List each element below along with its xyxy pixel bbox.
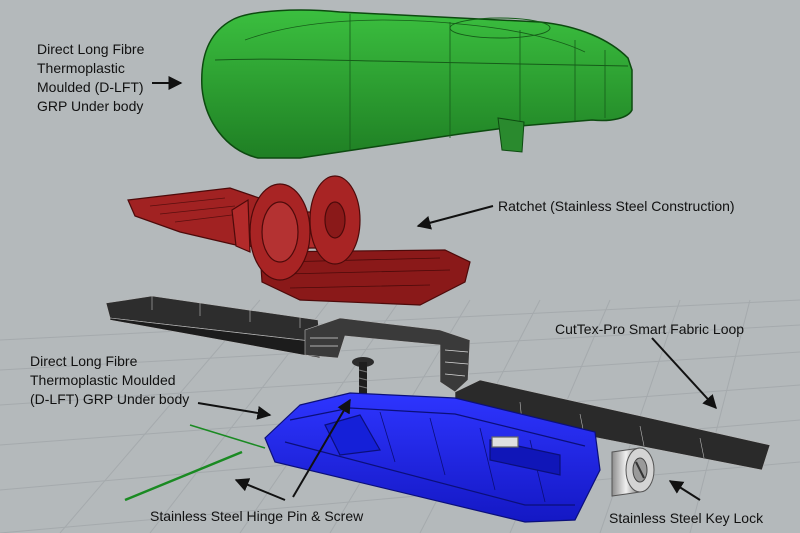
- hinge-screw-part: [352, 357, 374, 402]
- callout-arrows: [152, 76, 717, 501]
- lower-body-part: [264, 392, 601, 523]
- label-lower-body: Direct Long Fibre Thermoplastic Moulded …: [30, 353, 190, 407]
- arrow-hinge-ground: [234, 478, 286, 501]
- arrow-fabric-loop: [651, 337, 717, 410]
- ground-axis-line: [124, 450, 243, 502]
- label-key-lock: Stainless Steel Key Lock: [609, 510, 764, 526]
- arrow-lower-body: [197, 402, 272, 420]
- arrow-hinge-screw: [292, 398, 351, 498]
- upper-body-part: [201, 9, 633, 159]
- arrow-ratchet: [416, 205, 494, 230]
- label-fabric-loop: CutTex-Pro Smart Fabric Loop: [555, 321, 745, 337]
- key-lock-part: [611, 447, 655, 497]
- label-upper-body: Direct Long Fibre Thermoplastic Moulded …: [37, 41, 145, 114]
- label-hinge-pin: Stainless Steel Hinge Pin & Screw: [150, 508, 364, 524]
- fabric-loop-part: [105, 295, 771, 471]
- label-ratchet: Ratchet (Stainless Steel Construction): [498, 198, 735, 214]
- ground-axis-line: [189, 424, 266, 449]
- ratchet-part: [127, 175, 471, 306]
- arrow-key-lock: [668, 480, 701, 501]
